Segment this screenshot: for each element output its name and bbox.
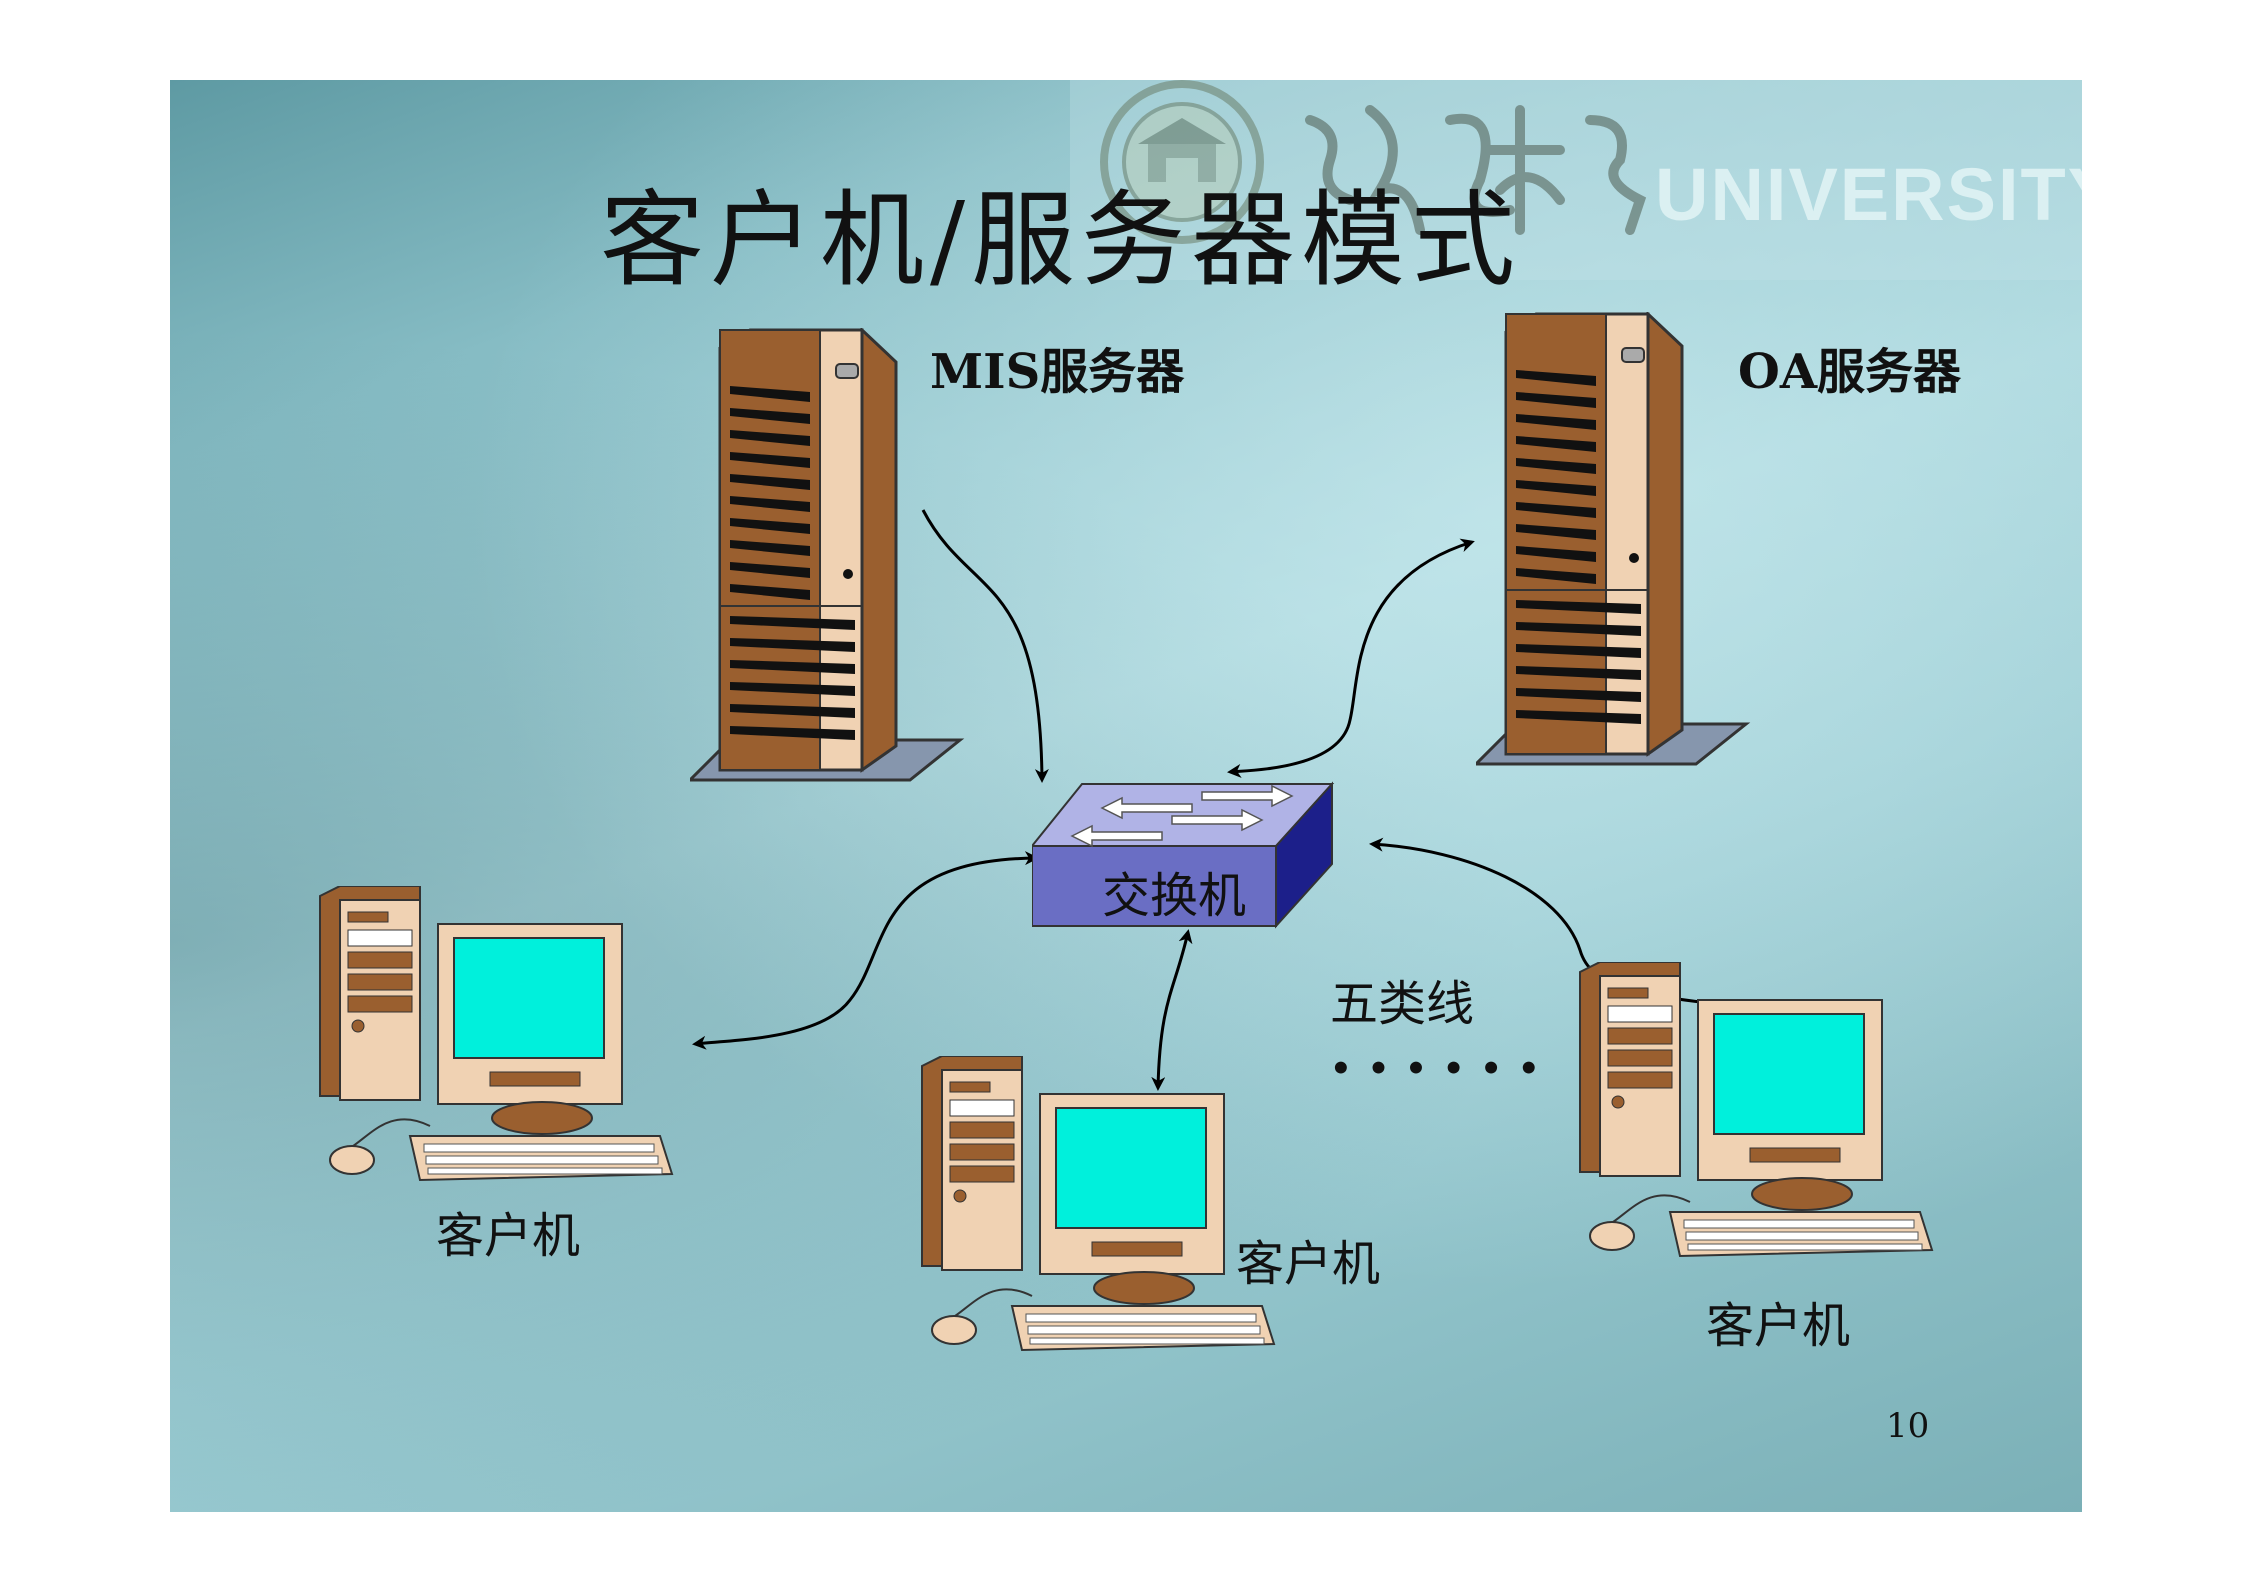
mouse xyxy=(1589,1194,1691,1251)
link-mis-switch xyxy=(921,509,1049,783)
monitor xyxy=(1039,1093,1225,1305)
slide: UNIVERSITY 客户机/服务器模式 xyxy=(170,80,2082,1512)
client-left-computer-icon xyxy=(319,886,674,1182)
client-middle-label: 客户机 xyxy=(1236,1236,1381,1292)
oa-server-icon xyxy=(1476,312,1751,766)
client-left-label: 客户机 xyxy=(436,1208,581,1264)
mouse xyxy=(329,1118,431,1175)
university-watermark: UNIVERSITY xyxy=(1070,80,2082,280)
monitor xyxy=(437,923,623,1135)
slide-title: 客户机/服务器模式 xyxy=(600,179,1522,301)
mis-server-icon xyxy=(690,328,965,782)
pc-tower xyxy=(921,1056,1023,1271)
mouse xyxy=(931,1288,1033,1345)
pc-tower xyxy=(319,886,421,1101)
link-middle-client-switch xyxy=(1151,929,1193,1091)
keyboard xyxy=(1668,1211,1934,1258)
mis-server-label: MIS服务器 xyxy=(930,344,1185,400)
calligraphy-logo xyxy=(1305,105,1647,235)
university-seal-icon xyxy=(1100,80,1264,244)
switch-label: 交换机 xyxy=(1102,868,1247,924)
switch-icon xyxy=(1032,781,1335,929)
client-right-label: 客户机 xyxy=(1706,1298,1851,1354)
watermark-text: UNIVERSITY xyxy=(1655,153,2082,236)
keyboard xyxy=(408,1135,674,1182)
monitor xyxy=(1697,999,1883,1211)
cable-label: 五类线 xyxy=(1330,976,1475,1032)
client-right-computer-icon xyxy=(1579,962,1934,1258)
oa-server-label: OA服务器 xyxy=(1738,344,1962,400)
page-number: 10 xyxy=(1886,1406,1930,1446)
keyboard xyxy=(1010,1305,1276,1352)
link-oa-switch xyxy=(1227,538,1475,778)
link-left-client-switch xyxy=(692,851,1039,1050)
more-clients-ellipsis: • • • • • • xyxy=(1330,1049,1542,1089)
pc-tower xyxy=(1579,962,1681,1177)
client-middle-computer-icon xyxy=(921,1056,1276,1352)
